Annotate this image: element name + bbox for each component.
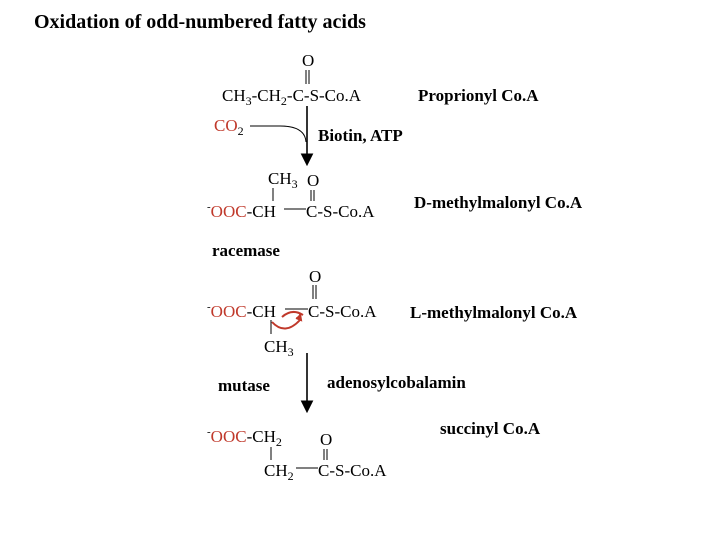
racemase-label: racemase bbox=[212, 241, 280, 260]
formula-subscript: 3 bbox=[291, 177, 298, 191]
succinyl-carbonyl-double-bond bbox=[323, 449, 328, 460]
l-methyl-group: CH3 bbox=[264, 337, 294, 358]
carboxylate: OOC bbox=[210, 302, 247, 321]
l-carbonyl-double-bond bbox=[312, 285, 317, 299]
rearrangement-red-arrows bbox=[271, 311, 304, 330]
succinyl-carbonyl-oxygen: O bbox=[320, 430, 333, 449]
formula-subscript: 2 bbox=[280, 94, 287, 108]
d-methyl-group: CH3 bbox=[268, 169, 298, 190]
page-title: Oxidation of odd-numbered fatty acids bbox=[34, 11, 366, 33]
d-carbonyl-oxygen: O bbox=[307, 171, 320, 190]
formula-part: -CH bbox=[246, 202, 276, 221]
proprionyl-coa-formula: CH3-CH2-C-S-Co.A bbox=[222, 86, 362, 107]
formula-subscript: 2 bbox=[287, 469, 294, 483]
formula-part: -C-S-Co.A bbox=[286, 86, 362, 105]
adenosylcobalamin-label: adenosylcobalamin bbox=[327, 373, 466, 392]
proprionyl-carbonyl-oxygen: O bbox=[302, 51, 315, 70]
carboxylate: OOC bbox=[210, 202, 247, 221]
d-methylmalonyl-coa-label: D-methylmalonyl Co.A bbox=[414, 193, 583, 212]
formula-part: CH bbox=[264, 337, 288, 356]
co2-text: CO bbox=[214, 116, 238, 135]
l-methylmalonyl-coa-label: L-methylmalonyl Co.A bbox=[410, 303, 578, 322]
co2-subscript: 2 bbox=[237, 124, 244, 138]
formula-part: CH bbox=[264, 461, 288, 480]
charge: - bbox=[207, 201, 211, 213]
biotin-atp-label: Biotin, ATP bbox=[318, 126, 403, 145]
co2-entry-curve bbox=[250, 125, 307, 143]
mutase-label: mutase bbox=[218, 376, 270, 395]
formula-subscript: 3 bbox=[287, 345, 294, 359]
d-methylmalonyl-formula-left: -OOC-CH bbox=[207, 201, 276, 221]
proprionyl-carbonyl-double-bond bbox=[305, 70, 310, 84]
succinyl-thioester: C-S-Co.A bbox=[318, 461, 387, 480]
succinyl-ch2: CH2 bbox=[264, 461, 294, 482]
charge: - bbox=[207, 301, 211, 313]
charge: - bbox=[207, 426, 211, 438]
l-carbonyl-oxygen: O bbox=[309, 267, 322, 286]
formula-part: -CH bbox=[246, 427, 276, 446]
succinyl-formula-top: -OOC-CH2 bbox=[207, 426, 282, 449]
formula-subscript: 2 bbox=[275, 435, 282, 449]
proprionyl-coa-label: Proprionyl Co.A bbox=[418, 86, 539, 105]
formula-part: CH bbox=[268, 169, 292, 188]
carboxylate: OOC bbox=[210, 427, 247, 446]
formula-part: CH bbox=[222, 86, 246, 105]
l-methylmalonyl-formula-right: C-S-Co.A bbox=[308, 302, 377, 321]
co2-label: CO2 bbox=[214, 116, 244, 137]
d-carbonyl-double-bond bbox=[310, 190, 315, 201]
formula-part: -CH bbox=[246, 302, 276, 321]
l-methylmalonyl-formula-left: -OOC-CH bbox=[207, 301, 276, 321]
d-methylmalonyl-formula-right: C-S-Co.A bbox=[306, 202, 375, 221]
succinyl-coa-label: succinyl Co.A bbox=[440, 419, 541, 438]
formula-subscript: 3 bbox=[245, 94, 252, 108]
formula-part: -CH bbox=[251, 86, 281, 105]
